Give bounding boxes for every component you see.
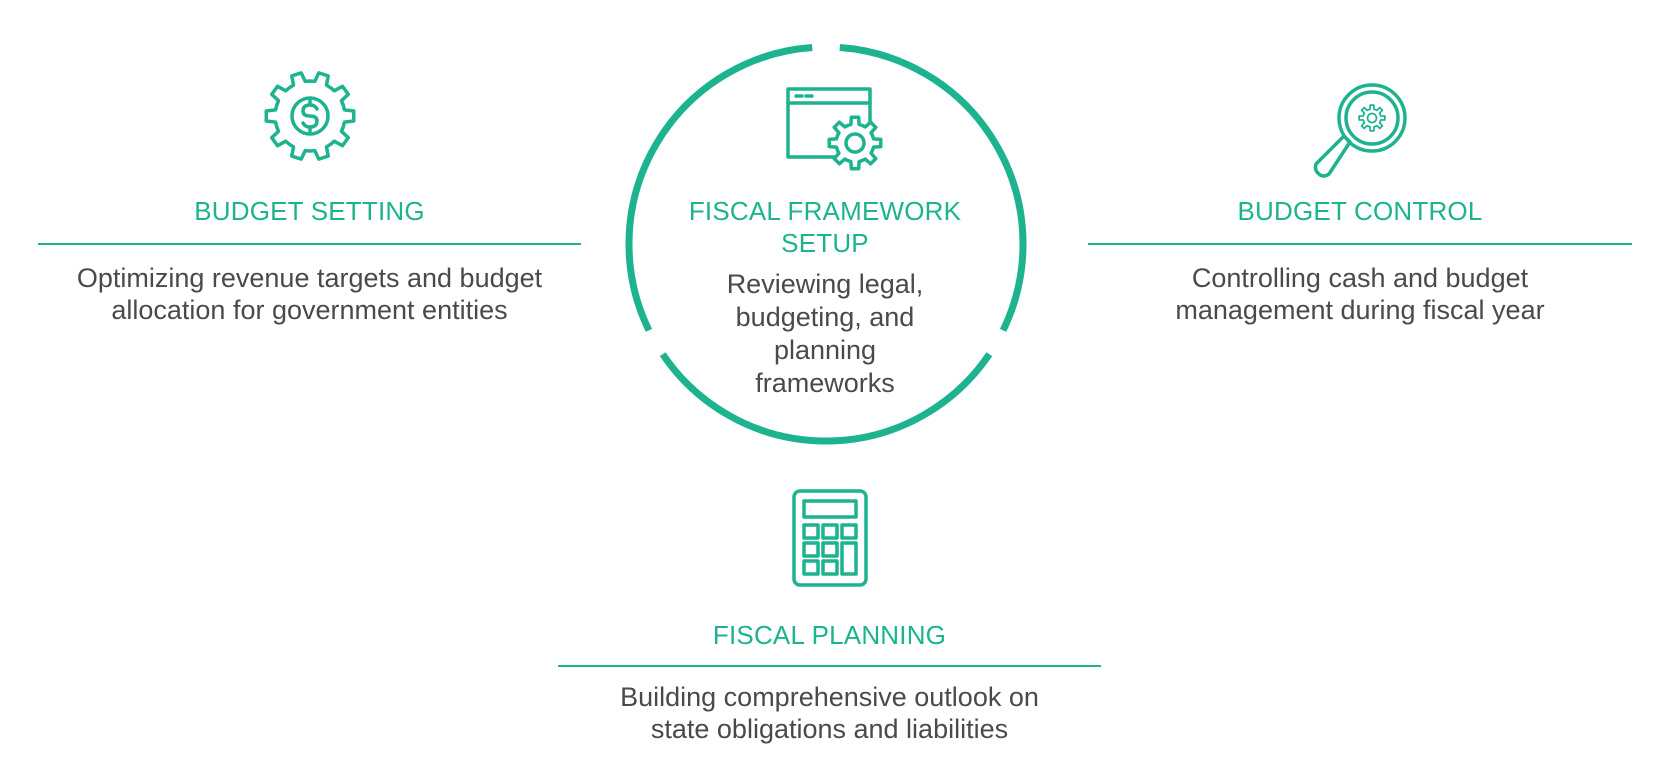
budget-setting-title: BUDGET SETTING (194, 196, 425, 226)
center-desc-line: frameworks (755, 368, 895, 398)
dollar-gear-icon (264, 71, 356, 161)
fiscal-planning-divider (558, 665, 1101, 667)
budget-control-desc-line: Controlling cash and budget (1191, 263, 1529, 293)
budget-control-description: Controlling cash and budget management d… (1088, 262, 1632, 326)
calculator-icon (792, 489, 868, 587)
center-title-line: SETUP (781, 228, 869, 258)
budget-setting-description: Optimizing revenue targets and budget al… (38, 262, 581, 326)
fiscal-planning-desc-line: Building comprehensive outlook on (620, 682, 1039, 712)
budget-control-desc-line: management during fiscal year (1175, 295, 1545, 325)
budget-setting-divider (38, 243, 581, 245)
ring-arc (625, 43, 813, 332)
ring-arc (659, 352, 993, 445)
budget-control-divider (1088, 243, 1632, 245)
budget-control-title: BUDGET CONTROL (1237, 196, 1483, 226)
center-desc-line: planning (773, 335, 877, 365)
center-description: Reviewing legal, budgeting, and planning… (660, 268, 990, 400)
center-title-line: FISCAL FRAMEWORK (688, 196, 962, 226)
budget-setting-desc-line: allocation for government entities (111, 295, 508, 325)
fiscal-planning-title: FISCAL PLANNING (712, 620, 947, 650)
ring-arc (839, 43, 1027, 332)
magnifier-gear-icon (1313, 83, 1407, 178)
center-title: FISCAL FRAMEWORK SETUP (660, 195, 990, 259)
fiscal-planning-description: Building comprehensive outlook on state … (558, 681, 1101, 745)
window-gear-icon (786, 87, 883, 171)
fiscal-planning-desc-line: state obligations and liabilities (650, 714, 1009, 744)
center-desc-line: budgeting, and (735, 302, 915, 332)
budget-setting-desc-line: Optimizing revenue targets and budget (76, 263, 543, 293)
center-desc-line: Reviewing legal, (726, 269, 924, 299)
